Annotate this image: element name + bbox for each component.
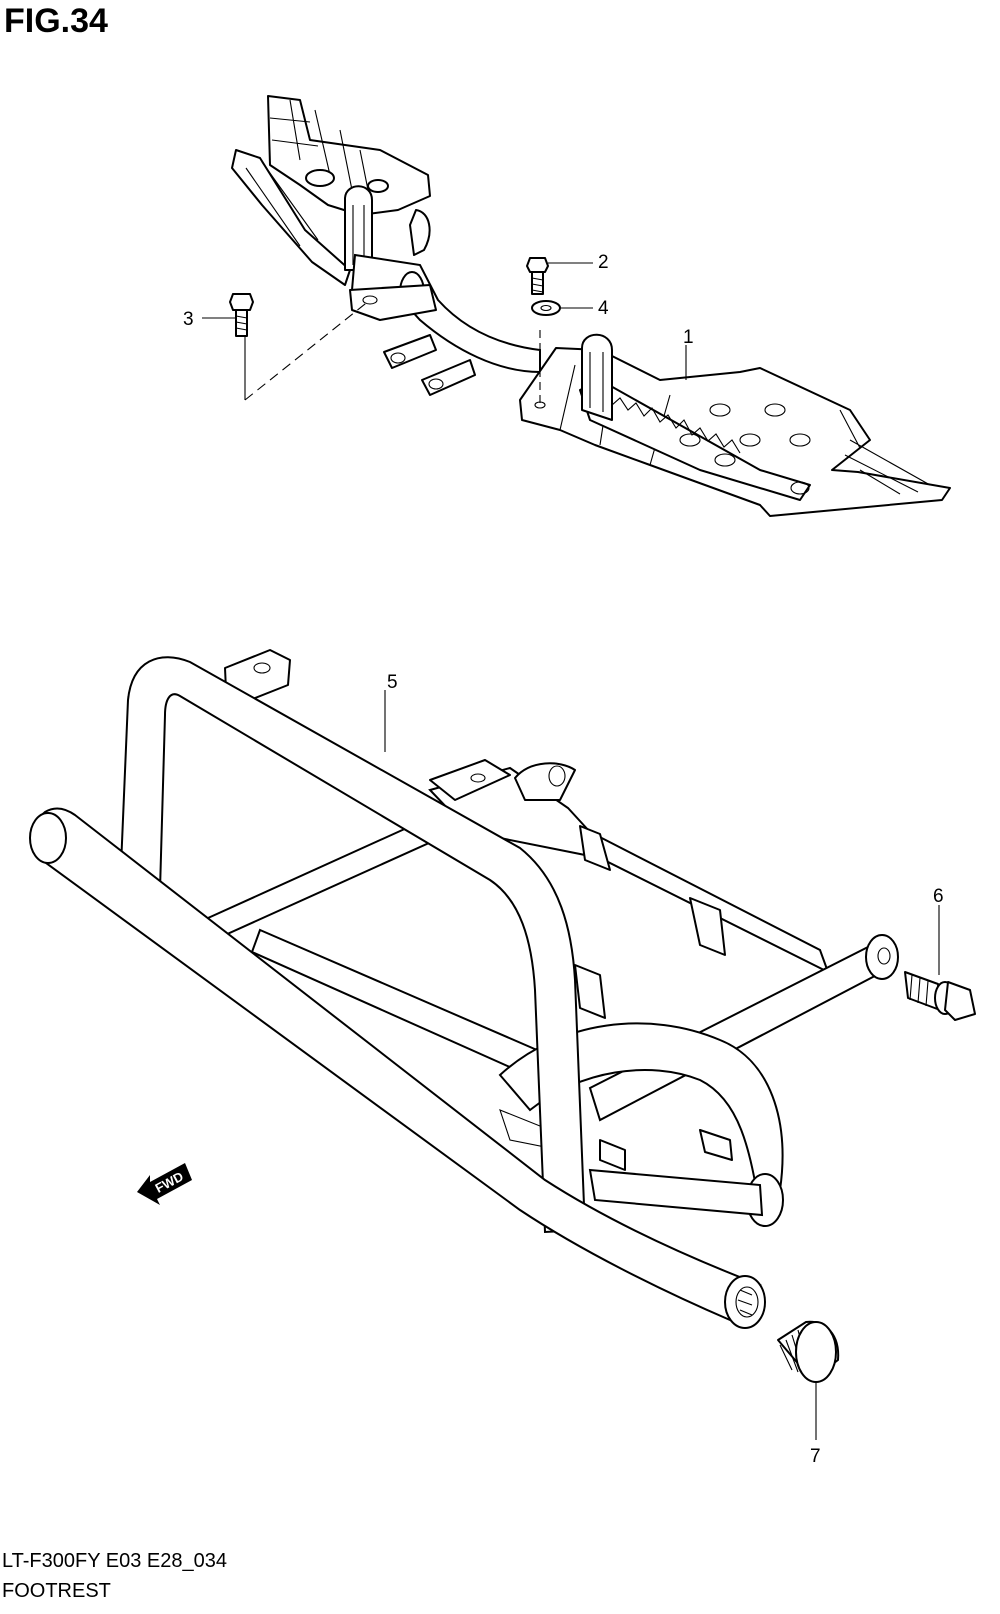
callout-6: 6 — [933, 886, 944, 907]
fwd-arrow-icon: FWD — [137, 1163, 192, 1205]
diagram-code: LT-F300FY E03 E28_034 — [2, 1550, 227, 1572]
bumper-frame-part — [29, 649, 899, 1329]
callout-7: 7 — [810, 1446, 821, 1467]
plug-7-part — [777, 1320, 840, 1440]
diagram-name: FOOTREST — [2, 1580, 111, 1602]
bolt-6-part — [904, 905, 976, 1021]
footrest-bracket-part — [231, 95, 951, 517]
washer-4-part — [531, 300, 593, 316]
figure-title: FIG.34 — [4, 2, 108, 40]
top-leader-lines — [244, 299, 687, 405]
callout-4: 4 — [598, 298, 609, 319]
callout-3: 3 — [183, 309, 194, 330]
callout-2: 2 — [598, 252, 609, 273]
callout-5: 5 — [387, 672, 398, 693]
bolt-3-part — [202, 293, 254, 337]
callout-1: 1 — [683, 327, 694, 348]
bolt-2-part — [526, 257, 593, 295]
